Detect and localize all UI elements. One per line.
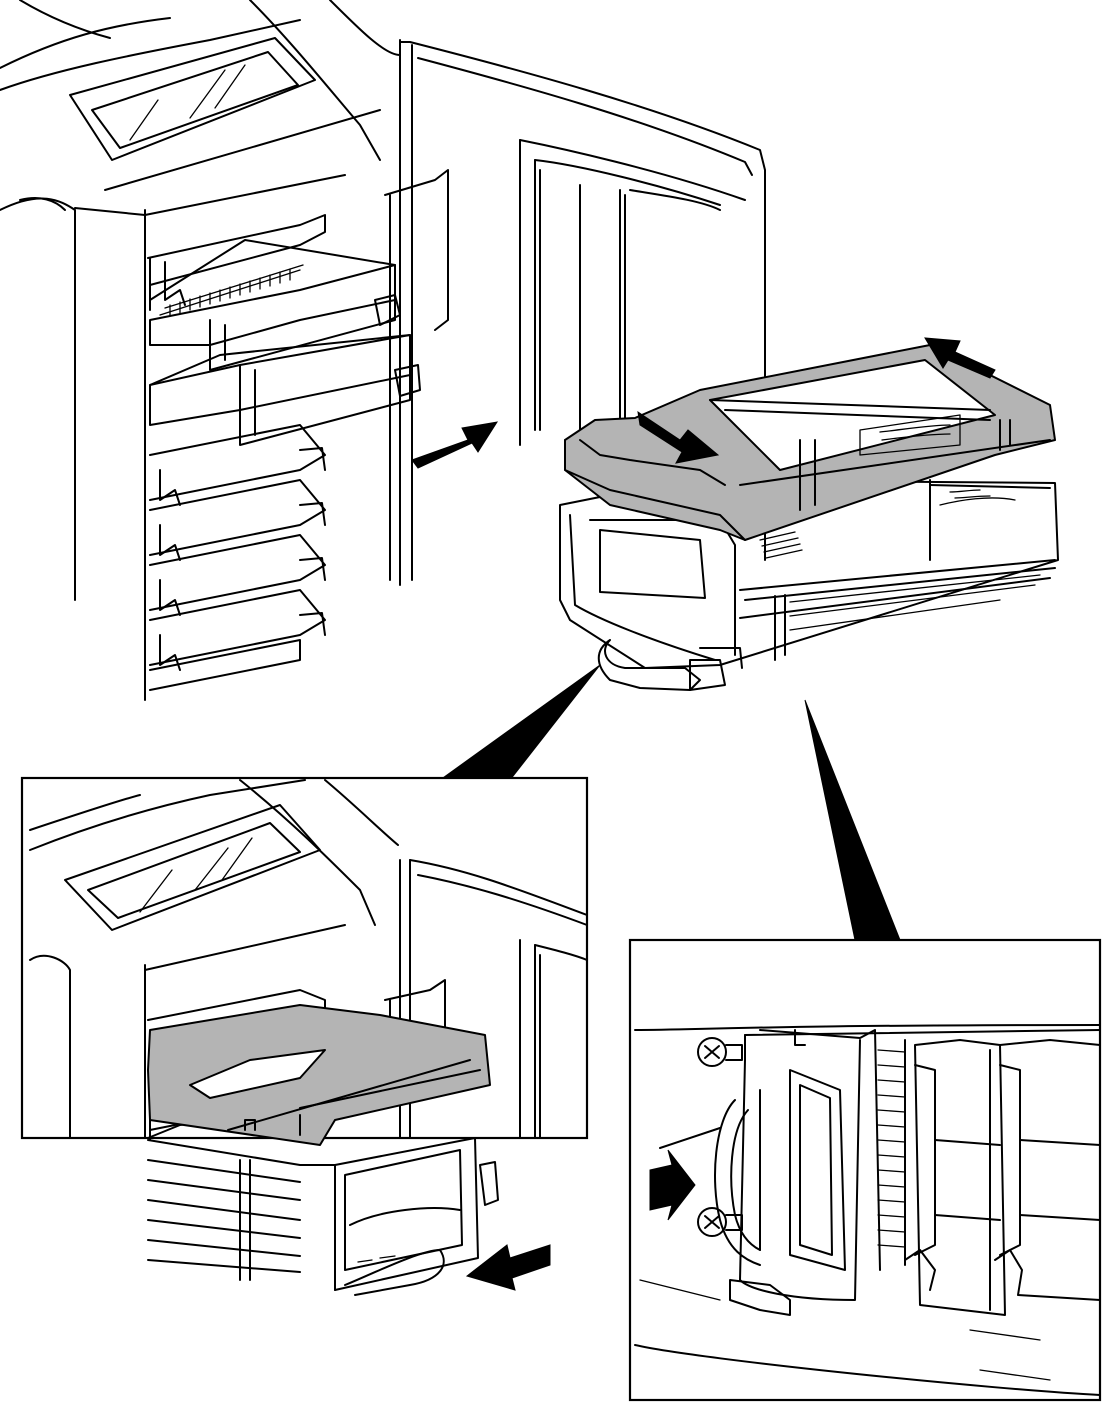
magazine-slots: [147, 214, 421, 691]
detail-latch-view: [628, 938, 1102, 1402]
inserted-magazine: [147, 1004, 499, 1296]
guide-line: [659, 1127, 721, 1149]
magazine-clip-cover: [564, 344, 1056, 541]
extended-magazine: [149, 239, 401, 371]
display-window: [69, 37, 316, 161]
main-view: [0, 0, 766, 701]
callout-wedge-left: [438, 664, 601, 781]
latch-handle: [714, 1099, 761, 1266]
detail-inserted-cartridge: [20, 776, 589, 1296]
library-cabinet: [0, 0, 401, 701]
insert-arrow: [465, 1244, 551, 1291]
callout-wedge-right: [804, 699, 901, 941]
tape-slot-2: [989, 1039, 1101, 1311]
magazine-handle: [597, 639, 701, 691]
tape-slot-1: [904, 1039, 1006, 1316]
clip-front-arrow: [637, 410, 720, 464]
removed-magazine: [559, 337, 1059, 691]
thumbscrew-top: [697, 1037, 743, 1067]
clip-top-arrow: [924, 337, 996, 379]
remove-arrow: [411, 421, 499, 469]
cabinet-door: [384, 39, 766, 586]
push-latch-arrow: [649, 1149, 696, 1221]
